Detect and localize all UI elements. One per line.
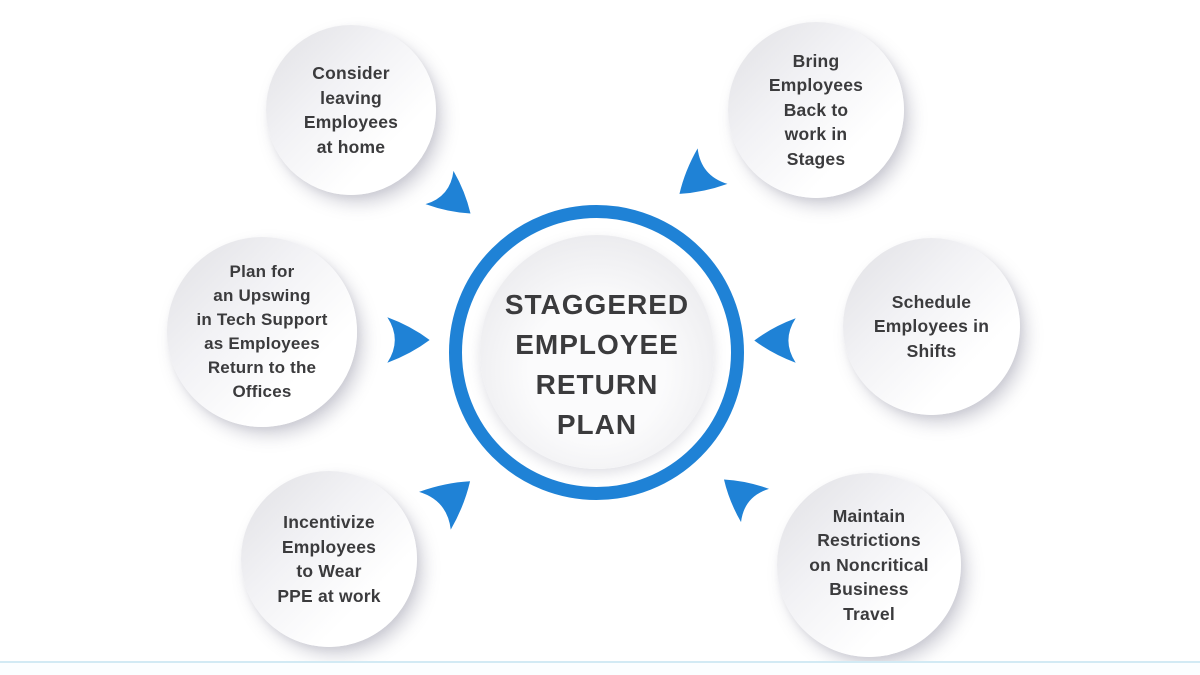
topic-bubble-consider-leaving: Consider leaving Employees at home xyxy=(266,25,436,195)
arrow-icon-left xyxy=(385,313,432,367)
diagram-title: STAGGERED EMPLOYEE RETURN PLAN xyxy=(504,289,690,440)
topic-bubble-tech-support-upswing: Plan for an Upswing in Tech Support as E… xyxy=(167,237,357,427)
topic-label: Consider leaving Employees at home xyxy=(303,63,399,157)
topic-bubble-incentivize-ppe: Incentivize Employees to Wear PPE at wor… xyxy=(241,471,417,647)
topic-bubble-schedule-shifts: Schedule Employees in Shifts xyxy=(843,238,1020,415)
arrow-icon-bottom-right xyxy=(707,459,773,525)
topic-bubble-bring-back-stages: Bring Employees Back to work in Stages xyxy=(728,22,904,198)
arrow-icon-top-left xyxy=(423,168,487,232)
arrow-icon-right xyxy=(752,313,798,368)
topic-label: Plan for an Upswing in Tech Support as E… xyxy=(196,262,328,401)
topic-bubble-travel-restrictions: Maintain Restrictions on Noncritical Bus… xyxy=(777,473,961,657)
hub-circle: STAGGERED EMPLOYEE RETURN PLAN xyxy=(480,235,714,469)
topic-label: Maintain Restrictions on Noncritical Bus… xyxy=(809,505,929,624)
arrow-icon-top-right xyxy=(660,144,731,216)
arrow-icon-bottom-left xyxy=(416,460,488,533)
topic-label: Schedule Employees in Shifts xyxy=(873,291,990,361)
topic-label: Bring Employees Back to work in Stages xyxy=(768,50,864,169)
topic-label: Incentivize Employees to Wear PPE at wor… xyxy=(277,512,381,606)
bottom-divider-strip xyxy=(0,661,1200,675)
